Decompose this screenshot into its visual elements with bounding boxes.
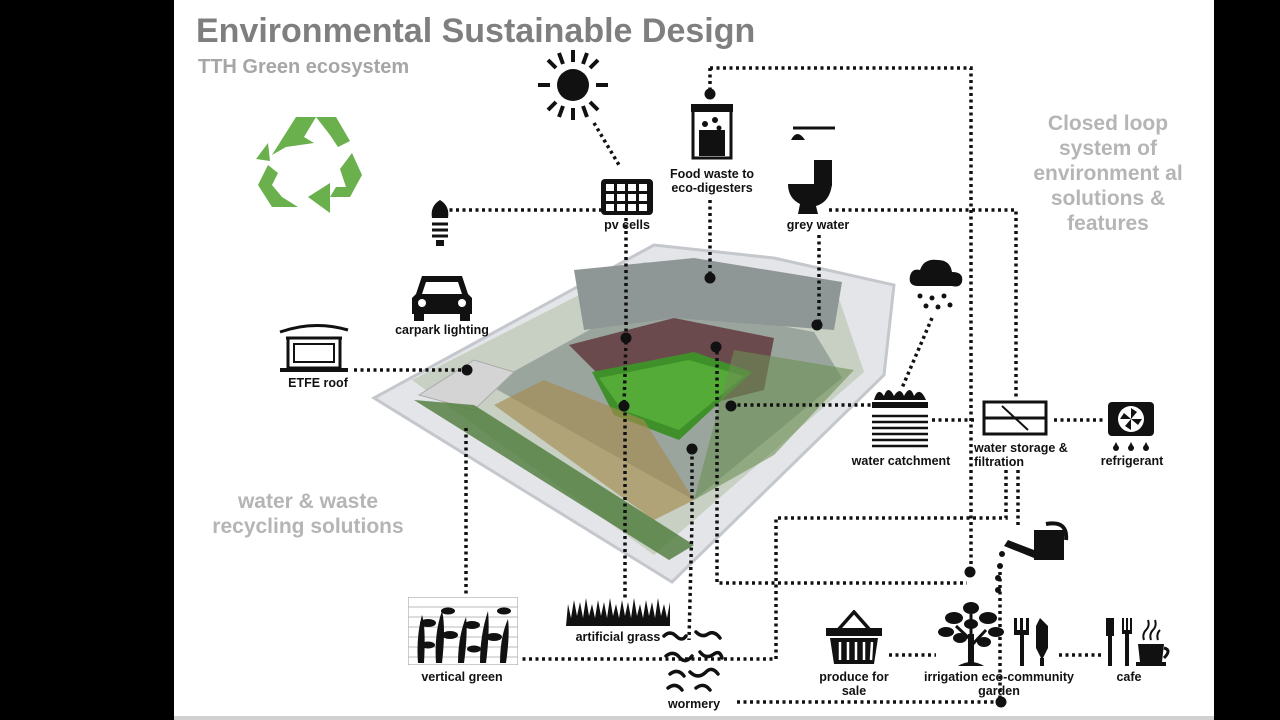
worms-icon — [662, 630, 724, 692]
food-waste-label: Food waste to eco-digesters — [669, 167, 755, 195]
etfe-roof-label: ETFE roof — [288, 376, 348, 390]
basket-icon — [826, 610, 882, 664]
water-catchment-label: water catchment — [851, 454, 951, 468]
rain-cloud-icon — [909, 259, 963, 310]
refrigerant-label: refrigerant — [1100, 454, 1164, 468]
diagram-canvas — [354, 66, 1104, 708]
water-tank-icon — [982, 400, 1048, 436]
cup-icon — [1106, 618, 1170, 666]
vertical-green-icon — [408, 597, 518, 665]
page-subtitle: TTH Green ecosystem — [198, 56, 410, 78]
cafe-label: cafe — [1116, 670, 1142, 684]
recycle-icon — [256, 117, 362, 213]
recycling-text: water & waste recycling solutions — [212, 490, 404, 538]
stadium-illustration — [371, 243, 896, 584]
closed-loop-text: Closed loop system of environment al sol… — [1033, 112, 1183, 235]
artificial-grass-label: artificial grass — [575, 630, 661, 644]
vertical-green-label: vertical green — [421, 670, 503, 684]
pv-cells-label: pv cells — [604, 218, 650, 232]
water-catchment-icon — [872, 390, 928, 448]
water-storage-label: water storage & filtration — [974, 441, 1068, 469]
food-waste-bin-icon — [691, 104, 733, 160]
toilet-icon — [788, 160, 832, 214]
produce-label: produce for sale — [819, 670, 889, 698]
page-title: Environmental Sustainable Design — [196, 12, 756, 50]
connector-lines — [354, 66, 1104, 704]
watering-can-icon — [995, 521, 1069, 593]
shower-icon — [791, 126, 835, 140]
etfe-roof-icon — [279, 323, 349, 372]
irrigation-label: irrigation eco-community garden — [923, 670, 1075, 698]
pv-panel-icon — [601, 179, 653, 215]
tree-icon — [938, 602, 1004, 666]
grass-icon — [566, 598, 670, 626]
lightbulb-icon — [431, 200, 449, 246]
slide: Environmental Sustainable Design TTH Gre… — [174, 0, 1214, 720]
grey-water-label: grey water — [786, 218, 850, 232]
car-icon — [412, 276, 472, 321]
connector-nodes — [461, 88, 1007, 708]
carpark-lighting-label: carpark lighting — [395, 323, 489, 337]
fan-icon — [1108, 402, 1154, 451]
wormery-label: wormery — [667, 697, 721, 711]
garden-tools-icon — [1014, 618, 1048, 666]
sun-icon — [538, 50, 608, 120]
